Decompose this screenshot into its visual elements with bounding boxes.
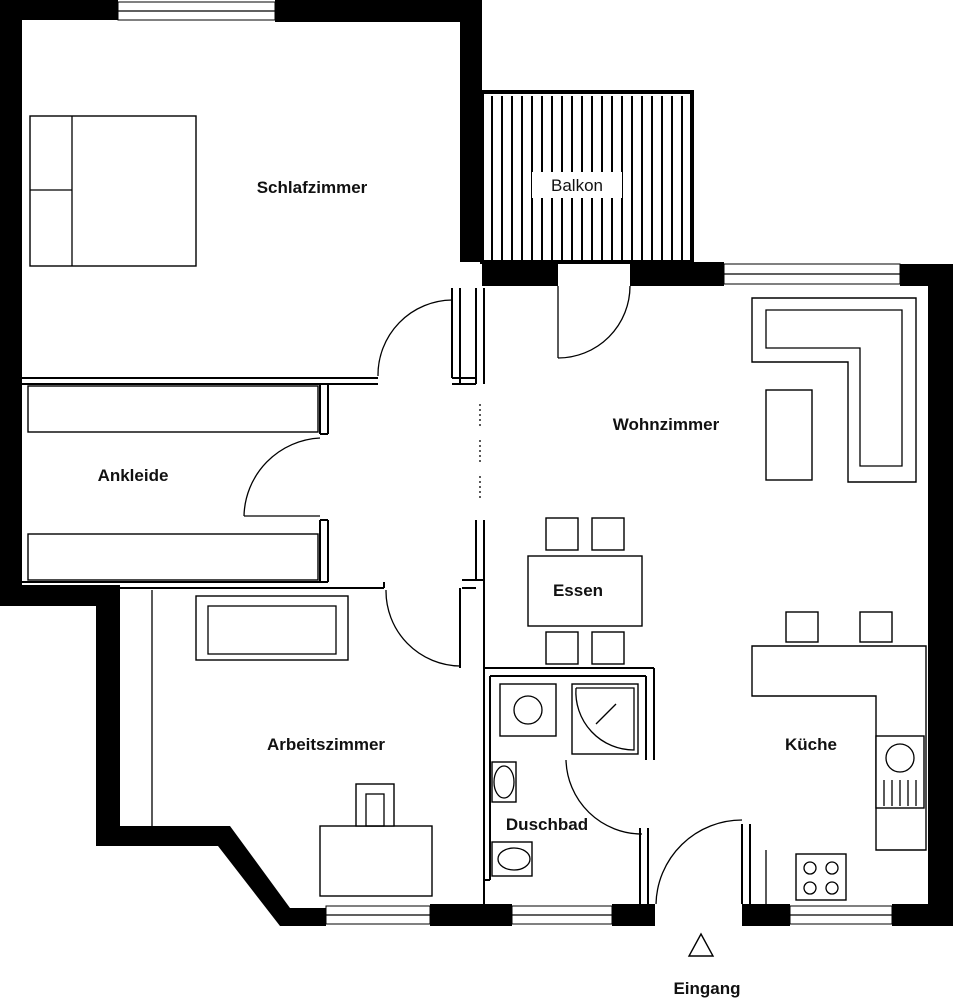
coffee-table xyxy=(765,389,813,481)
label-ankleide: Ankleide xyxy=(98,466,169,485)
doors xyxy=(243,285,743,905)
sofa xyxy=(751,297,917,483)
label-schlafzimmer: Schlafzimmer xyxy=(257,178,368,197)
room-labels: Schlafzimmer Balkon Wohnzimmer Ankleide … xyxy=(98,176,837,998)
kitchen-counter xyxy=(751,611,927,904)
label-duschbad: Duschbad xyxy=(506,815,588,834)
bathroom-fixtures xyxy=(491,683,639,877)
windows xyxy=(117,1,901,925)
label-wohnzimmer: Wohnzimmer xyxy=(613,415,720,434)
label-balkon: Balkon xyxy=(551,176,603,195)
desk xyxy=(319,783,433,897)
entrance-arrow-icon xyxy=(687,932,715,957)
label-essen: Essen xyxy=(553,581,603,600)
study-sofa xyxy=(195,595,349,661)
furniture xyxy=(27,115,927,957)
wardrobe-bottom xyxy=(27,533,319,581)
label-arbeitszimmer: Arbeitszimmer xyxy=(267,735,385,754)
balcony-deck xyxy=(480,90,694,264)
interior-walls xyxy=(22,288,751,904)
label-eingang: Eingang xyxy=(673,979,740,998)
dining-set xyxy=(527,517,643,665)
label-kueche: Küche xyxy=(785,735,837,754)
bed xyxy=(29,115,197,267)
wardrobe-top xyxy=(27,385,319,433)
outer-walls xyxy=(0,0,953,926)
